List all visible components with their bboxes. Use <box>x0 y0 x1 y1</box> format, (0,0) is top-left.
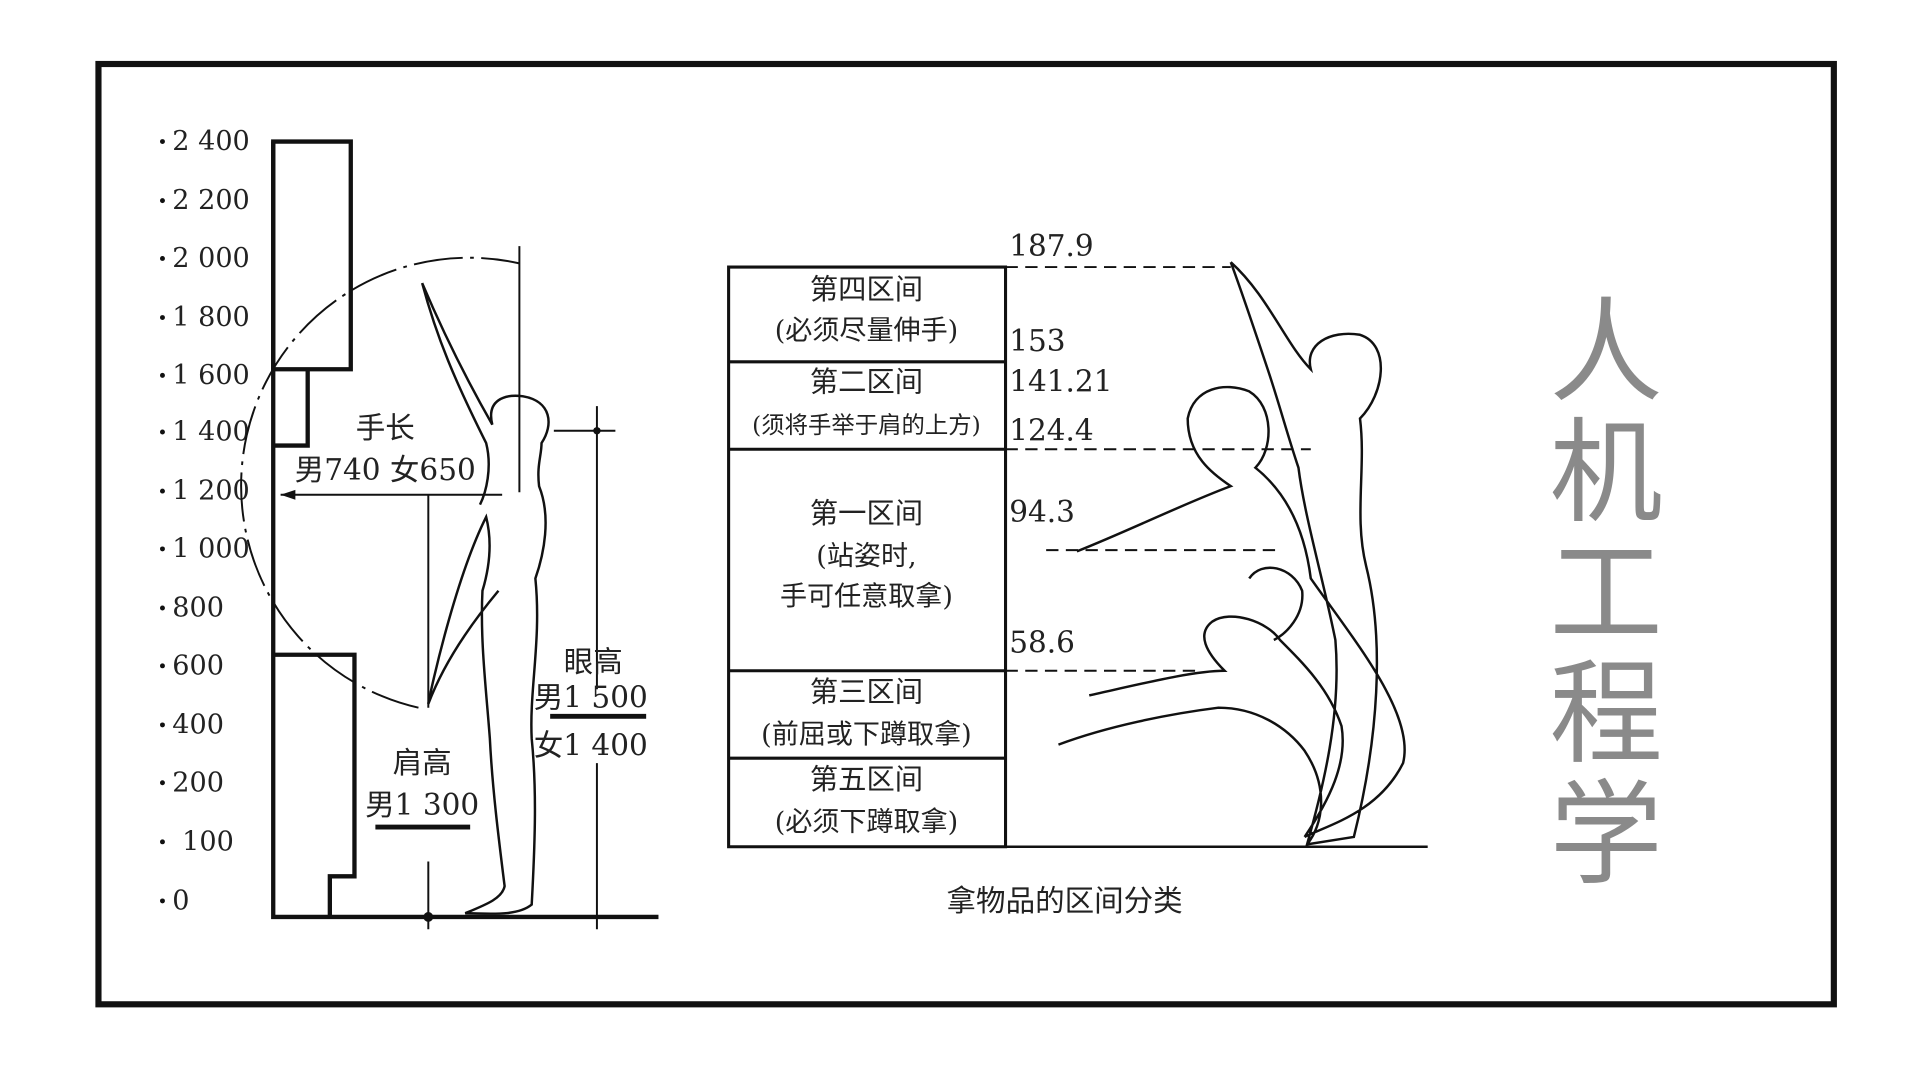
title-char: 工 <box>1550 528 1663 660</box>
zone-note: 手可任意取拿) <box>780 582 953 613</box>
title-char: 程 <box>1550 648 1663 780</box>
zone-title: 第五区间 <box>810 763 923 796</box>
zone-title: 第四区间 <box>810 273 923 306</box>
title-char: 机 <box>1550 407 1663 539</box>
tick-label: 1 400 <box>172 417 249 448</box>
reach-height-diagram: 2 400 2 200 2 000 1 800 1 600 1 400 1 200 1 000… <box>160 126 659 930</box>
tick-mark <box>160 722 165 728</box>
height-value: 124.4 <box>1009 414 1093 448</box>
reaching-figures <box>1058 261 1406 846</box>
height-value: 58.6 <box>1009 625 1075 659</box>
height-value: 141.21 <box>1009 364 1112 398</box>
title-char: 学 <box>1550 769 1663 901</box>
tick-mark <box>160 839 165 845</box>
tick-mark <box>160 488 165 494</box>
tick-label: 1 800 <box>172 302 249 333</box>
tick-label: 0 <box>172 886 189 917</box>
upper-cabinet <box>271 139 353 448</box>
tick-label: 2 000 <box>172 243 249 274</box>
tick-mark <box>160 780 165 786</box>
zone-note: (必须下蹲取拿) <box>775 807 959 838</box>
reach-zone-diagram: 第四区间 (必须尽量伸手) 第二区间 (须将手举于肩的上方) 第一区间 (站姿时, 手可任意… <box>727 229 1428 918</box>
tick-mark <box>160 372 165 378</box>
zone-caption: 拿物品的区间分类 <box>947 884 1183 918</box>
lower-cabinet <box>271 141 659 920</box>
frame-border <box>95 60 1837 1008</box>
reach-arc <box>240 256 520 709</box>
height-value: 94.3 <box>1009 495 1075 529</box>
dimension-lines <box>280 246 616 930</box>
shoulder-height-label: 肩高 <box>393 746 452 780</box>
shoulder-height-male: 男1 300 <box>365 788 479 822</box>
tick-label: 2 200 <box>172 185 249 216</box>
arrow-head <box>280 489 296 500</box>
zone-note: (必须尽量伸手) <box>775 316 959 347</box>
arm-length-label: 手长 <box>356 411 415 445</box>
zone-title: 第一区间 <box>810 497 923 530</box>
tick-label: 400 <box>172 710 224 741</box>
tick-mark <box>160 256 165 261</box>
standing-person <box>420 282 550 915</box>
tick-label: 100 <box>182 826 234 857</box>
tick-mark <box>160 315 165 320</box>
tick-label: 2 400 <box>172 126 249 157</box>
tick-mark <box>160 139 165 144</box>
tick-label: 800 <box>172 593 224 624</box>
tick-label: 600 <box>172 650 224 681</box>
zone-title: 第二区间 <box>810 365 923 398</box>
tick-mark <box>160 546 165 552</box>
tick-label: 200 <box>172 767 224 798</box>
tick-mark <box>160 663 165 669</box>
tick-mark <box>160 429 165 435</box>
tick-mark <box>160 605 165 611</box>
arm-length-values: 男740 女650 <box>295 453 476 487</box>
tick-label: 1 000 <box>172 534 249 565</box>
eye-height-label: 眼高 <box>564 645 623 679</box>
tick-mark <box>160 898 165 904</box>
eye-height-female: 女1 400 <box>534 729 648 763</box>
zone-note: (前屈或下蹲取拿) <box>761 719 972 750</box>
tick-mark <box>160 198 165 204</box>
height-value: 153 <box>1009 324 1065 358</box>
tick-label: 1 200 <box>172 476 249 507</box>
eye-height-male: 男1 500 <box>534 681 648 715</box>
tick-label: 1 600 <box>172 360 249 391</box>
zone-note: (站姿时, <box>816 541 916 572</box>
zone-title: 第三区间 <box>810 676 923 709</box>
title-char: 人 <box>1550 286 1663 418</box>
zone-note: (须将手举于肩的上方) <box>752 411 981 439</box>
height-value: 187.9 <box>1009 229 1093 263</box>
